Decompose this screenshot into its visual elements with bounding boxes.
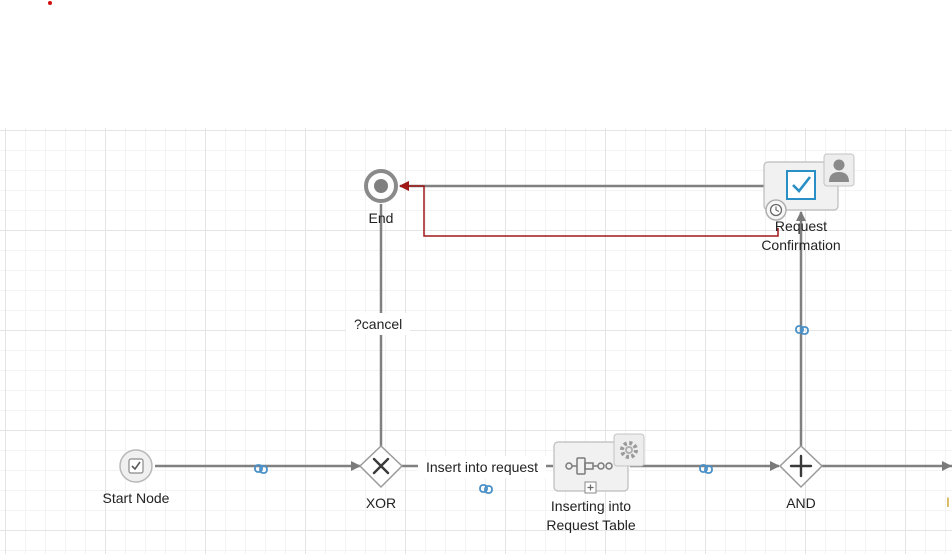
flow-right-arrowhead <box>942 461 952 471</box>
plus-gateway-icon <box>789 454 813 478</box>
and-label: AND <box>786 495 816 511</box>
start-node-label: Start Node <box>102 490 170 506</box>
insert-service-task[interactable] <box>553 433 645 494</box>
end-event-icon <box>374 179 388 193</box>
flow-timer-to-end[interactable] <box>399 181 779 237</box>
service-flow-icon <box>565 457 613 475</box>
check-icon <box>128 458 144 474</box>
subprocess-plus-icon[interactable] <box>584 481 597 494</box>
checkbox-icon <box>786 170 816 200</box>
xor-label: XOR <box>365 495 397 511</box>
red-dot-marker <box>48 1 52 5</box>
end-event[interactable] <box>364 169 398 203</box>
and-gateway[interactable] <box>778 444 824 489</box>
service-gear-icon <box>613 433 645 467</box>
confirm-user-task[interactable] <box>763 153 855 221</box>
x-gateway-icon <box>372 457 390 475</box>
confirm-task-label: Request Confirmation <box>731 217 871 255</box>
edge-label-insert-request[interactable]: Insert into request <box>418 456 547 478</box>
insert-task-label-line1: Inserting into <box>550 498 632 514</box>
edge-label-cancel[interactable]: ?cancel <box>346 313 411 335</box>
start-node[interactable] <box>119 449 153 483</box>
confirm-task-label-line2: Confirmation <box>761 237 841 253</box>
link-icon[interactable] <box>479 484 493 494</box>
end-label: End <box>368 210 394 226</box>
timer-icon[interactable] <box>765 199 787 221</box>
insert-task-label: Inserting into Request Table <box>521 497 661 535</box>
confirm-task-label-line1: Request <box>774 218 828 234</box>
partial-node-label: I <box>946 494 950 510</box>
user-icon <box>823 153 855 187</box>
top-blank-area <box>0 0 952 128</box>
insert-task-label-line2: Request Table <box>546 517 636 533</box>
xor-gateway[interactable] <box>358 444 404 489</box>
